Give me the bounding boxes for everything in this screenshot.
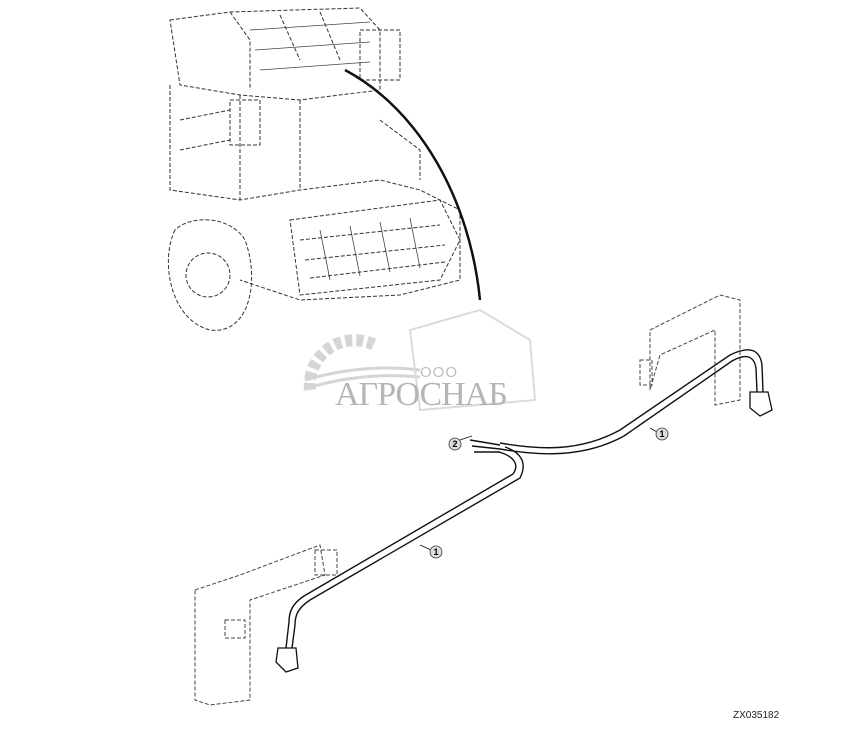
figure-id: ZX035182 [733,710,780,721]
cab-cable [344,68,482,301]
svg-text:2: 2 [452,439,457,449]
right-mirror-bracket [639,294,741,406]
svg-text:1: 1 [659,429,664,439]
left-connector [275,647,299,673]
callout-1-right: 1 [649,427,669,441]
watermark-name: АГРОСНАБ [335,376,508,413]
harness-connectors [275,391,773,673]
tractor-detail [249,21,421,281]
wiring-harness [285,349,764,649]
left-mirror-bracket [194,544,338,706]
right-connector [749,391,773,417]
harness-right-branch [499,349,764,449]
watermark-prefix: ООО [420,364,459,381]
watermark-logo [303,308,537,412]
svg-text:1: 1 [433,547,438,557]
harness-left-branch [291,446,524,649]
callout-1-left: 1 [419,544,443,559]
callout-2: 2 [448,435,473,451]
tractor-illustration [168,7,461,331]
